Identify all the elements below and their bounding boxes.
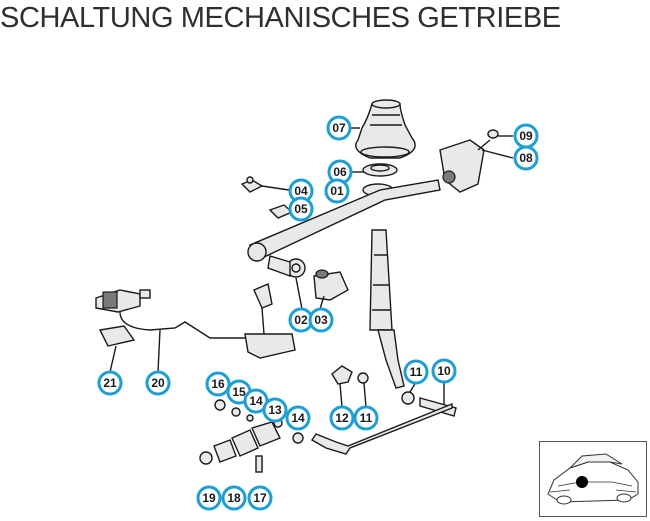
page-title: SCHALTUNG MECHANISCHES GETRIEBE bbox=[0, 2, 561, 34]
part-shift-lever-linkage bbox=[247, 179, 441, 389]
vehicle-location-thumbnail[interactable] bbox=[539, 441, 647, 517]
svg-text:11: 11 bbox=[360, 411, 373, 425]
callout-11-lower: 11 bbox=[353, 405, 379, 431]
svg-text:05: 05 bbox=[294, 202, 308, 216]
callout-14-upper: 14 bbox=[243, 388, 269, 414]
svg-text:14: 14 bbox=[291, 411, 305, 425]
callout-18: 18 bbox=[221, 485, 247, 511]
callout-05: 05 bbox=[288, 196, 314, 222]
callout-03: 03 bbox=[308, 307, 334, 333]
svg-text:12: 12 bbox=[335, 411, 349, 425]
svg-text:20: 20 bbox=[151, 376, 165, 390]
part-cable-rod bbox=[98, 283, 296, 359]
part-bushing bbox=[267, 255, 306, 278]
car-location-icon bbox=[547, 453, 639, 505]
part-clip-top bbox=[240, 176, 264, 193]
svg-text:18: 18 bbox=[227, 491, 241, 505]
svg-text:01: 01 bbox=[330, 184, 344, 198]
svg-text:13: 13 bbox=[268, 403, 282, 417]
svg-text:03: 03 bbox=[314, 313, 328, 327]
svg-text:02: 02 bbox=[294, 313, 308, 327]
part-shift-boot bbox=[355, 99, 416, 159]
callout-12: 12 bbox=[329, 405, 355, 431]
callout-21: 21 bbox=[97, 370, 123, 396]
callout-01: 01 bbox=[324, 178, 350, 204]
callout-13: 13 bbox=[262, 397, 288, 423]
part-small-hardware bbox=[199, 399, 304, 473]
svg-text:10: 10 bbox=[437, 364, 451, 378]
svg-text:21: 21 bbox=[103, 376, 117, 390]
svg-text:09: 09 bbox=[519, 129, 533, 143]
callout-11-upper: 11 bbox=[403, 359, 429, 385]
location-marker-icon bbox=[576, 476, 588, 488]
svg-text:11: 11 bbox=[410, 365, 423, 379]
svg-text:04: 04 bbox=[294, 184, 308, 198]
svg-text:15: 15 bbox=[232, 385, 246, 399]
callout-17: 17 bbox=[247, 485, 273, 511]
callout-14-lower: 14 bbox=[285, 405, 311, 431]
part-selector-rod bbox=[311, 365, 457, 455]
callout-02: 02 bbox=[288, 307, 314, 333]
svg-text:14: 14 bbox=[249, 394, 263, 408]
callout-09: 09 bbox=[513, 123, 539, 149]
part-holder bbox=[313, 269, 349, 301]
callout-08: 08 bbox=[513, 145, 539, 171]
callout-06: 06 bbox=[327, 159, 353, 185]
part-support-bracket bbox=[439, 129, 499, 193]
callout-16: 16 bbox=[205, 371, 231, 397]
svg-text:07: 07 bbox=[332, 121, 346, 135]
part-ring bbox=[362, 163, 398, 177]
svg-text:16: 16 bbox=[211, 377, 225, 391]
callout-19: 19 bbox=[196, 485, 222, 511]
svg-text:06: 06 bbox=[333, 165, 347, 179]
part-switch bbox=[95, 289, 151, 313]
svg-text:08: 08 bbox=[519, 151, 533, 165]
callout-07: 07 bbox=[326, 115, 352, 141]
callout-10: 10 bbox=[431, 358, 457, 384]
callout-20: 20 bbox=[145, 370, 171, 396]
svg-text:17: 17 bbox=[253, 491, 267, 505]
svg-text:19: 19 bbox=[202, 491, 216, 505]
